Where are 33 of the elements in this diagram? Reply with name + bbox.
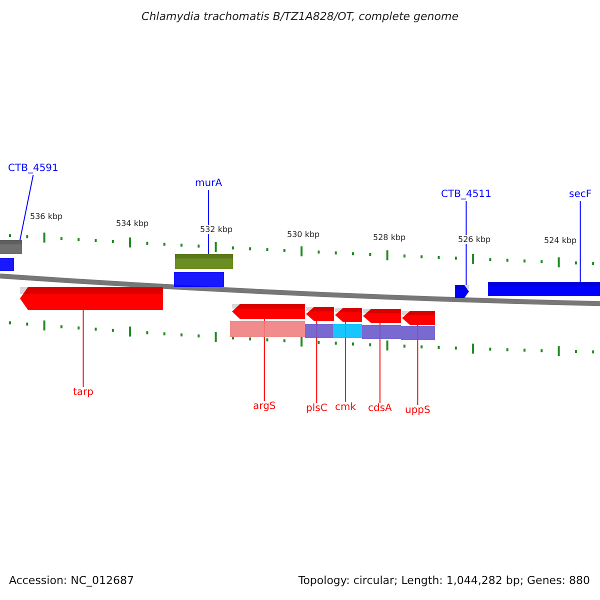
gene-label: plsC (306, 403, 328, 415)
gene-label: secF (569, 189, 592, 201)
title: Chlamydia trachomatis B/TZ1A828/OT, complete genome (140, 11, 460, 23)
tick-label: 528 kbp (373, 233, 406, 242)
gene-label: argS (253, 401, 276, 413)
tick-label: 534 kbp (116, 219, 149, 228)
gene-feature (335, 308, 362, 322)
tick-label: 532 kbp (200, 225, 233, 234)
gene-label: uppS (405, 405, 430, 417)
gene-feature (402, 311, 435, 325)
leader-line (82, 310, 84, 388)
gene-label: CTB_4591 (8, 163, 58, 175)
gene-label: cmk (335, 402, 356, 414)
leader-line (466, 200, 467, 286)
footer-text: Accession: NC_012687 (9, 575, 134, 587)
tick-label: 526 kbp (458, 235, 491, 244)
gene-feature (363, 309, 401, 323)
gene-label: CTB_4511 (441, 189, 492, 201)
gene-feature (20, 287, 163, 310)
tick-label: 530 kbp (287, 230, 320, 239)
leader-line (208, 190, 210, 254)
footer-text: Topology: circular; Length: 1,044,282 bp; Genes: 880 (298, 575, 590, 587)
leader-line (580, 200, 581, 282)
gene-feature (306, 307, 334, 321)
gene-label: murA (195, 178, 222, 190)
gene-feature (455, 285, 469, 298)
gene-feature (0, 240, 22, 254)
gene-feature (488, 282, 600, 296)
tick-label: 524 kbp (544, 236, 577, 245)
gene-label: cdsA (368, 403, 392, 415)
gene-label: tarp (73, 387, 94, 399)
tick-label: 536 kbp (30, 212, 63, 221)
gene-feature (175, 254, 233, 269)
